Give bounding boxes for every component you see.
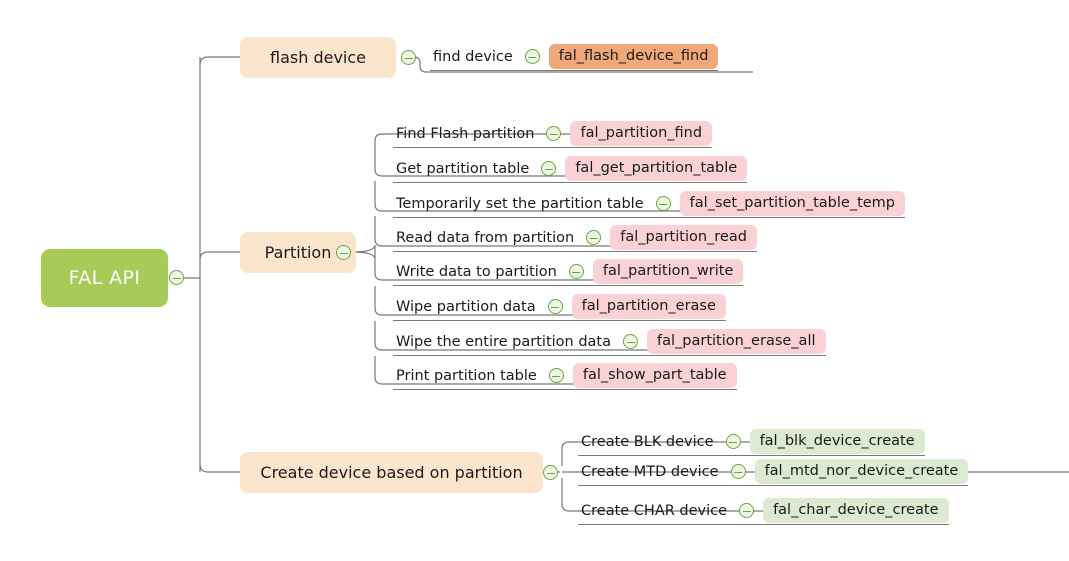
branch-node-label: Create device based on partition — [260, 463, 523, 482]
api-badge[interactable]: fal_set_partition_table_temp — [679, 191, 906, 216]
root-collapse-toggle[interactable] — [169, 270, 184, 285]
leaf-label: Find Flash partition — [396, 125, 535, 142]
leaf-collapse-toggle[interactable] — [623, 334, 638, 349]
api-badge[interactable]: fal_partition_read — [610, 225, 757, 250]
leaf-collapse-toggle[interactable] — [586, 230, 602, 245]
wire-to-create-device — [199, 463, 240, 473]
leaf-underline — [393, 389, 737, 390]
wire-to-flash-device — [199, 56, 240, 66]
leaf-label: Temporarily set the partition table — [396, 195, 644, 212]
leaf-label: Get partition table — [396, 160, 530, 177]
leaf-underline — [393, 285, 744, 286]
api-badge[interactable]: fal_char_device_create — [763, 498, 949, 523]
leaf-underline — [393, 320, 726, 321]
leaf-collapse-toggle[interactable] — [548, 368, 564, 383]
leaf-label: Create MTD device — [581, 463, 719, 480]
leaf-underline — [393, 217, 906, 218]
leaf-collapse-toggle[interactable] — [730, 464, 746, 479]
create-device-collapse-toggle[interactable] — [543, 465, 558, 480]
leaf-collapse-toggle[interactable] — [541, 161, 557, 176]
api-badge[interactable]: fal_mtd_nor_device_create — [754, 459, 969, 484]
leaf-underline — [393, 355, 826, 356]
branch-node-create-device[interactable]: Create device based on partition — [240, 452, 543, 493]
leaf-label: Read data from partition — [396, 229, 575, 246]
leaf-row-find-device[interactable]: find device fal_flash_device_find — [430, 44, 719, 69]
api-badge[interactable]: fal_partition_find — [570, 121, 713, 146]
leaf-underline — [578, 485, 969, 486]
leaf-underline — [578, 455, 925, 456]
leaf-collapse-toggle[interactable] — [568, 264, 584, 279]
leaf-collapse-toggle[interactable] — [547, 299, 563, 314]
leaf-row-wipe-entire-partition-data[interactable]: Wipe the entire partition data fal_parti… — [393, 329, 826, 354]
leaf-underline — [430, 70, 719, 71]
leaf-row-set-partition-table-temp[interactable]: Temporarily set the partition table fal_… — [393, 191, 906, 216]
root-node-label: FAL API — [68, 267, 141, 289]
leaf-label: Print partition table — [396, 367, 537, 384]
leaf-collapse-toggle[interactable] — [655, 196, 671, 211]
branch-node-label: flash device — [270, 48, 366, 67]
api-badge[interactable]: fal_get_partition_table — [565, 156, 748, 181]
leaf-label: find device — [433, 48, 513, 65]
leaf-underline — [578, 524, 949, 525]
wire-to-partition — [199, 251, 240, 261]
leaf-collapse-toggle[interactable] — [725, 434, 741, 449]
root-node-fal-api[interactable]: FAL API — [41, 249, 168, 307]
api-badge[interactable]: fal_partition_erase_all — [647, 329, 826, 354]
branch-node-partition[interactable]: Partition — [240, 232, 356, 273]
api-badge[interactable]: fal_flash_device_find — [548, 44, 719, 69]
leaf-collapse-toggle[interactable] — [546, 126, 562, 141]
api-badge[interactable]: fal_partition_erase — [571, 294, 726, 319]
leaf-row-find-flash-partition[interactable]: Find Flash partition fal_partition_find — [393, 121, 713, 146]
leaf-label: Wipe partition data — [396, 298, 536, 315]
leaf-row-read-data-from-partition[interactable]: Read data from partition fal_partition_r… — [393, 225, 757, 250]
api-badge[interactable]: fal_show_part_table — [572, 363, 737, 388]
leaf-underline — [393, 251, 757, 252]
leaf-row-create-char-device[interactable]: Create CHAR device fal_char_device_creat… — [578, 498, 949, 523]
branch-node-label: Partition — [264, 243, 332, 262]
leaf-underline — [393, 147, 713, 148]
api-badge[interactable]: fal_blk_device_create — [749, 429, 925, 454]
leaf-row-print-partition-table[interactable]: Print partition table fal_show_part_tabl… — [393, 363, 737, 388]
api-badge[interactable]: fal_partition_write — [592, 259, 744, 284]
leaf-collapse-toggle[interactable] — [739, 503, 755, 518]
leaf-row-get-partition-table[interactable]: Get partition table fal_get_partition_ta… — [393, 156, 748, 181]
leaf-row-write-data-to-partition[interactable]: Write data to partition fal_partition_wr… — [393, 259, 744, 284]
leaf-row-create-mtd-device[interactable]: Create MTD device fal_mtd_nor_device_cre… — [578, 459, 969, 484]
leaf-label: Wipe the entire partition data — [396, 333, 611, 350]
leaf-label: Create BLK device — [581, 433, 714, 450]
leaf-collapse-toggle[interactable] — [524, 49, 540, 64]
partition-collapse-toggle[interactable] — [336, 245, 351, 260]
leaf-row-create-blk-device[interactable]: Create BLK device fal_blk_device_create — [578, 429, 925, 454]
flash-device-collapse-toggle[interactable] — [401, 50, 416, 65]
leaf-underline — [393, 182, 748, 183]
branch-node-flash-device[interactable]: flash device — [240, 37, 396, 78]
leaf-row-wipe-partition-data[interactable]: Wipe partition data fal_partition_erase — [393, 294, 726, 319]
leaf-label: Create CHAR device — [581, 502, 728, 519]
leaf-label: Write data to partition — [396, 263, 557, 280]
